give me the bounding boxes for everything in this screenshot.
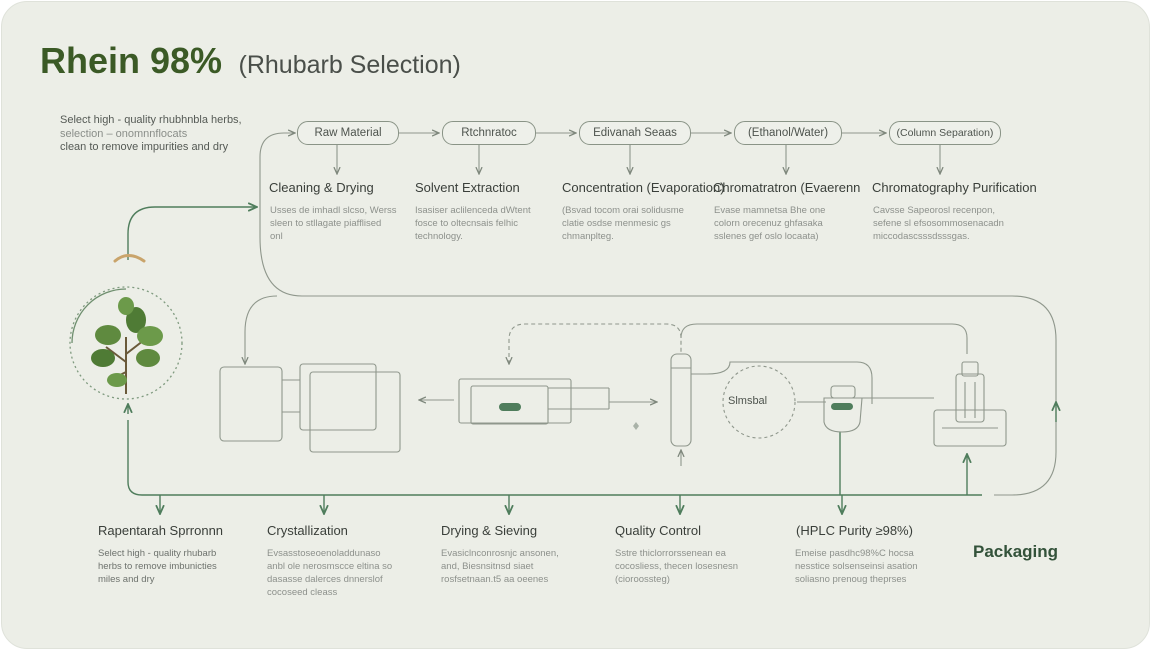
step-title-cleaning: Cleaning & Drying — [269, 180, 374, 195]
step-title-chromatration: Chromatratron (Evaerenn — [713, 180, 861, 195]
pill-column-separation: (Column Separation) — [889, 121, 1001, 145]
pill-evaporation: Edivanah Seaas — [579, 121, 691, 145]
step-title-chromatography: Chromatography Purification — [872, 180, 1037, 195]
desc-line: technology. — [415, 231, 463, 242]
equipment-drawings — [219, 323, 1007, 466]
step-desc-hplc-purity: Emeise pasdhc98%C hocsa nesstice solsens… — [795, 547, 918, 586]
title-main: Rhein 98% — [40, 40, 223, 81]
desc-line: Isasiser aclilenceda dWtent — [415, 205, 531, 216]
desc-line: sslenes gef oslo locaata) — [714, 231, 819, 242]
step-desc-chromatography: Cavsse Sapeorosl recenpon, sefene sl efs… — [873, 204, 1004, 243]
step-title-quality-control: Quality Control — [615, 523, 701, 538]
desc-line: miles and dry — [98, 574, 155, 585]
step-desc-drying-sieving: Evasiclnconrosnjc ansonen, and, Biesnsit… — [441, 547, 559, 586]
desc-line: miccodascsssdsssgas. — [873, 231, 970, 242]
step-title-extraction: Solvent Extraction — [415, 180, 520, 195]
step-desc-concentration: (Bsvad tocom orai solidusme clatie osdse… — [562, 204, 684, 243]
step-title-drying-sieving: Drying & Sieving — [441, 523, 538, 538]
step-title-concentration: Concentration (Evaporation) — [562, 180, 725, 195]
intro-line: selection – onomnnflocats — [60, 127, 188, 140]
desc-line: (Bsvad tocom orai solidusme — [562, 205, 684, 216]
desc-line: Select high - quality rhubarb — [98, 548, 217, 559]
desc-line: Evase mamnetsa Bhe one — [714, 205, 826, 216]
separator-label: Slmsbal — [728, 395, 768, 407]
desc-line: soliasno prenoug theprses — [795, 574, 907, 585]
step-desc-chromatration: Evase mamnetsa Bhe one colorn orecenuz g… — [714, 204, 825, 243]
desc-line: onl — [270, 231, 283, 242]
desc-line: rosfsetnaan.t5 aa oeenes — [441, 574, 549, 585]
step-title-rapentarah: Rapentarah Sprronnn — [98, 523, 224, 538]
desc-line: sefene sl efsosommosenacadn — [873, 218, 1004, 229]
desc-line: (cioroossteg) — [615, 574, 670, 585]
desc-line: dasasse dalerces dnnerslof — [267, 574, 383, 585]
desc-line: Cavsse Sapeorosl recenpon, — [873, 205, 995, 216]
desc-line: clatie osdse menmesic gs — [562, 218, 671, 229]
title-subtitle: (Rhubarb Selection) — [238, 51, 461, 79]
pill-extraction: Rtchnratoc — [442, 121, 536, 145]
rhubarb-plant-icon — [69, 254, 183, 400]
step-desc-rapentarah: Select high - quality rhubarb herbs to r… — [98, 547, 217, 586]
desc-line: Evsasstoseoenoladdunaso — [267, 548, 381, 559]
step-desc-crystallization: Evsasstoseoenoladdunaso anbl ole nerosms… — [267, 547, 392, 599]
desc-line: cocosliess, thecen losesnesn — [615, 561, 739, 572]
desc-line: herbs to remove imbunicties — [98, 561, 217, 572]
desc-line: Evasiclnconrosnjc ansonen, — [441, 548, 559, 559]
intro-line: clean to remove impurities and dry — [60, 141, 229, 153]
step-title-crystallization: Crystallization — [267, 523, 348, 538]
desc-line: Emeise pasdhc98%C hocsa — [795, 548, 914, 559]
desc-line: fosce to oltecnsais felhic — [415, 218, 518, 229]
intro-text: Select high - quality rhubhnbla herbs, s… — [60, 114, 270, 155]
desc-line: anbl ole nerosmscce eltina so — [267, 561, 393, 572]
desc-line: cocoseed cleass — [267, 587, 338, 598]
pill-ethanol-water: (Ethanol/Water) — [734, 121, 842, 145]
desc-line: Sstre thiclorrorssenean ea — [615, 548, 726, 559]
step-desc-quality-control: Sstre thiclorrorssenean ea cocosliess, t… — [615, 547, 738, 586]
desc-line: chmanplteg. — [562, 231, 614, 242]
page-title: Rhein 98% (Rhubarb Selection) — [40, 40, 461, 82]
step-desc-extraction: Isasiser aclilenceda dWtent fosce to olt… — [415, 204, 531, 243]
step-desc-cleaning: Usses de imhadl slcso, Werss sleen to st… — [270, 204, 397, 243]
step-title-hplc-purity: (HPLC Purity ≥98%) — [796, 523, 913, 538]
desc-line: colorn orecenuz ghfasaka — [714, 218, 823, 229]
intro-line: Select high - quality rhubhnbla herbs, — [60, 114, 242, 126]
pill-raw-material: Raw Material — [297, 121, 399, 145]
packaging-label: Packaging — [973, 542, 1059, 561]
desc-line: and, Biesnsitnsd siaet — [441, 561, 534, 572]
desc-line: Usses de imhadl slcso, Werss — [270, 205, 397, 216]
desc-line: nesstice solsenseinsi asation — [795, 561, 918, 572]
desc-line: sleen to stllagate piafflised — [270, 218, 382, 229]
